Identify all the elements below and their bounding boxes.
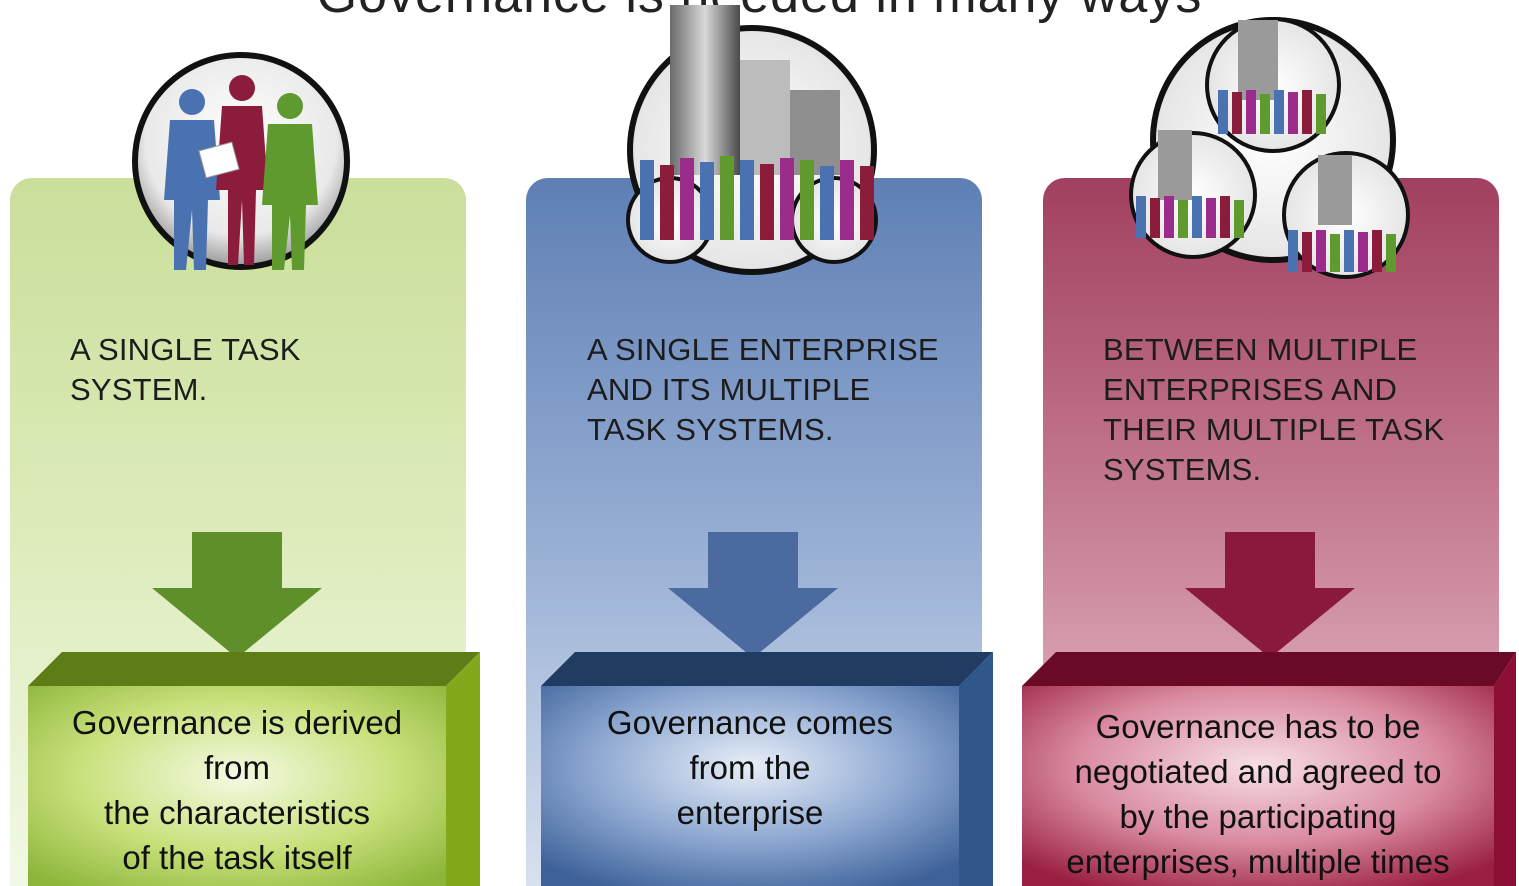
multiple-enterprises-icon bbox=[1128, 10, 1418, 290]
caption-single-task: A SINGLE TASK SYSTEM. bbox=[70, 332, 301, 407]
arrow-down-icon bbox=[152, 532, 322, 658]
arrow-down-icon bbox=[668, 532, 838, 658]
page-title: Governance is needed in many ways bbox=[0, 0, 1519, 40]
arrow-down-icon bbox=[1185, 532, 1355, 658]
caption-single-enterprise: A SINGLE ENTERPRISE AND ITS MULTIPLE TAS… bbox=[587, 332, 939, 447]
governance-box-task: Governance is derived from the character… bbox=[28, 652, 480, 886]
task-team-icon bbox=[130, 50, 352, 272]
governance-box-enterprise: Governance comes from the enterprise bbox=[541, 652, 993, 886]
enterprise-building-icon bbox=[618, 0, 886, 282]
caption-multiple-enterprises: BETWEEN MULTIPLE ENTERPRISES AND THEIR M… bbox=[1103, 332, 1445, 487]
governance-box-multiple: Governance has to be negotiated and agre… bbox=[1022, 652, 1516, 886]
